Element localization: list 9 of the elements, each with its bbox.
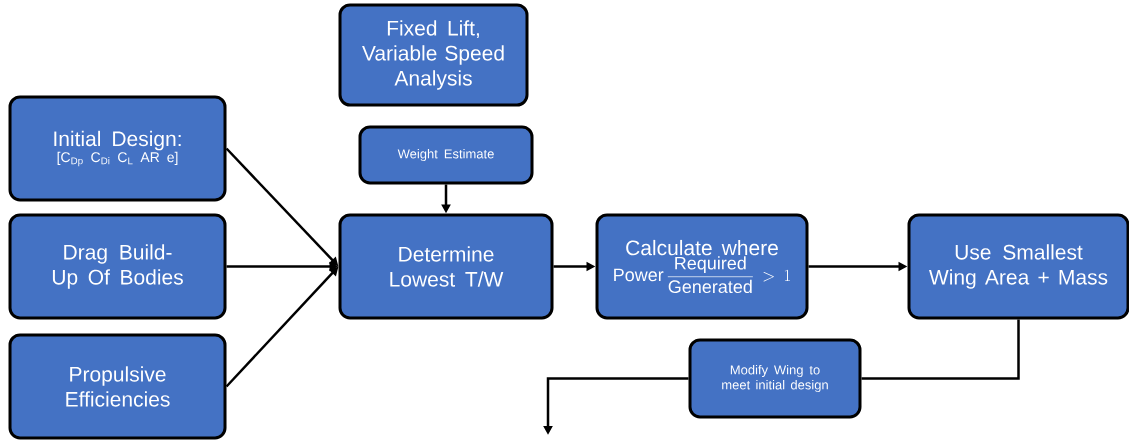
process-box: Weight Estimate xyxy=(358,125,534,185)
process-box: Modify Wing to meet initial design xyxy=(688,338,862,419)
process-box: Use Smallest Wing Area + Mass xyxy=(907,213,1129,320)
process-box: Fixed Lift, Variable Speed Analysis xyxy=(338,3,529,107)
process-box: Initial Design: [C$_{Dp}$ C$_{Di}$ C$_{L}$ AR e] xyxy=(8,95,227,202)
process-box: Propulsive Efficiencies xyxy=(8,333,227,440)
process-box: Calculate where $\textrm{Power}\,\frac{\textrm{Required}}{\textrm{Generated}} > 1$ xyxy=(595,213,809,320)
process-box: Determine Lowest T/W xyxy=(338,213,554,320)
process-box: Drag Build-Up Of Bodies xyxy=(8,213,227,320)
